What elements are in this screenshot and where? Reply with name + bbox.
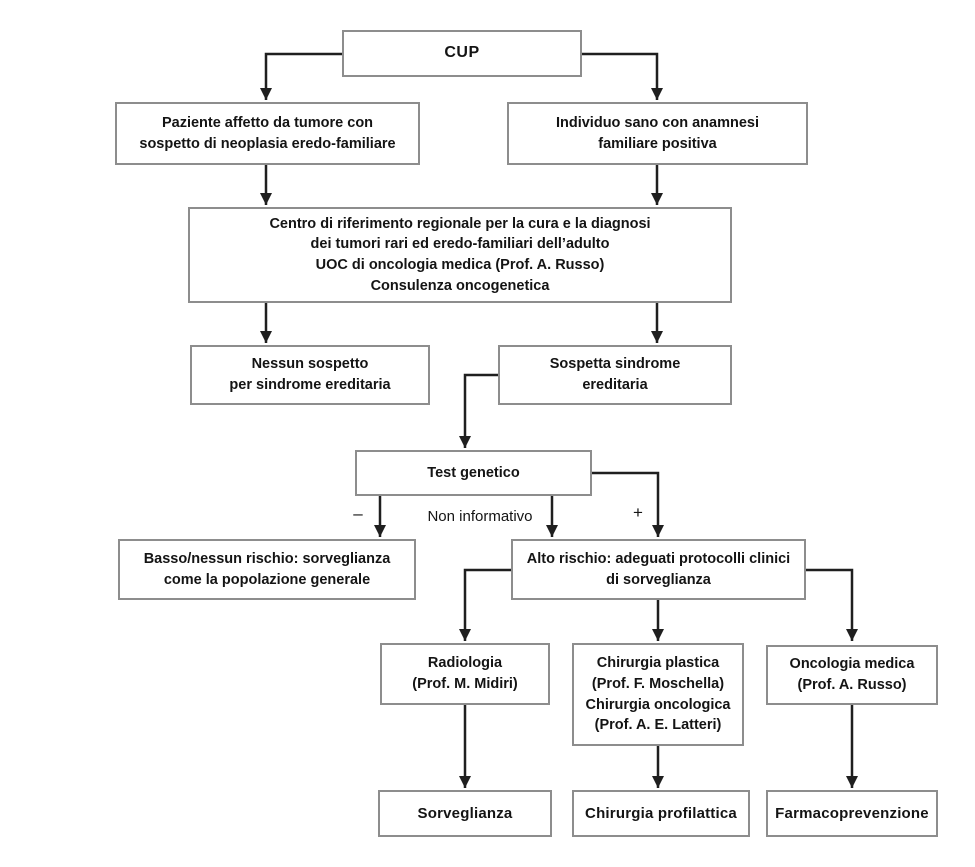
node-radiology-label: Radiologia (Prof. M. Midiri) xyxy=(412,655,518,692)
connector-high-risk-to-oncology xyxy=(806,568,858,641)
node-prophylactic-surgery-label: Chirurgia profilattica xyxy=(585,804,737,822)
node-chemoprevention-label: Farmacoprevenzione xyxy=(775,804,929,822)
node-low-risk: Basso/nessun rischio: sorveglianza come … xyxy=(118,539,416,600)
node-plastic-surgery-label: Chirurgia plastica (Prof. F. Moschella) … xyxy=(585,655,731,734)
node-suspected-syndrome-label: Sospetta sindrome ereditaria xyxy=(549,356,681,393)
node-genetic-test-label: Test genetico xyxy=(427,464,520,481)
node-radiology: Radiologia (Prof. M. Midiri) xyxy=(380,643,550,705)
node-patient: Paziente affetto da tumore con sospetto … xyxy=(115,102,420,165)
node-plastic-surgery: Chirurgia plastica (Prof. F. Moschella) … xyxy=(572,643,744,746)
node-no-suspicion: Nessun sospetto per sindrome ereditaria xyxy=(190,345,430,405)
node-medical-oncology: Oncologia medica (Prof. A. Russo) xyxy=(766,645,938,705)
node-healthy-individual-label: Individuo sano con anamnesi familiare po… xyxy=(555,114,760,152)
node-cup-label: CUP xyxy=(444,44,480,62)
connector-high-risk-to-radiology xyxy=(459,568,511,641)
edge-label-positive: + xyxy=(633,503,643,522)
node-chemoprevention: Farmacoprevenzione xyxy=(766,790,938,837)
node-surveillance: Sorveglianza xyxy=(378,790,552,837)
node-reference-center: Centro di riferimento regionale per la c… xyxy=(188,207,732,303)
node-patient-label: Paziente affetto da tumore con sospetto … xyxy=(139,114,396,152)
connector-cup-to-patient xyxy=(260,52,342,100)
node-suspected-syndrome: Sospetta sindrome ereditaria xyxy=(498,345,732,405)
connector-cup-to-healthy xyxy=(582,52,663,100)
connector-suspected-to-genetic-test xyxy=(459,373,498,448)
node-surveillance-label: Sorveglianza xyxy=(417,804,513,822)
node-high-risk: Alto rischio: adeguati protocolli clinic… xyxy=(511,539,806,600)
node-high-risk-label: Alto rischio: adeguati protocolli clinic… xyxy=(526,550,791,588)
node-low-risk-label: Basso/nessun rischio: sorveglianza come … xyxy=(143,550,391,588)
edge-label-negative: – xyxy=(353,504,363,523)
node-cup: CUP xyxy=(342,30,582,77)
node-genetic-test: Test genetico xyxy=(355,450,592,496)
connector-test-positive-to-high-risk xyxy=(592,471,664,537)
node-prophylactic-surgery: Chirurgia profilattica xyxy=(572,790,750,837)
node-medical-oncology-label: Oncologia medica (Prof. A. Russo) xyxy=(789,656,915,693)
node-reference-center-label: Centro di riferimento regionale per la c… xyxy=(269,215,651,294)
node-healthy-individual: Individuo sano con anamnesi familiare po… xyxy=(507,102,808,165)
node-no-suspicion-label: Nessun sospetto per sindrome ereditaria xyxy=(229,356,391,393)
edge-label-non-informative: Non informativo xyxy=(427,508,533,525)
